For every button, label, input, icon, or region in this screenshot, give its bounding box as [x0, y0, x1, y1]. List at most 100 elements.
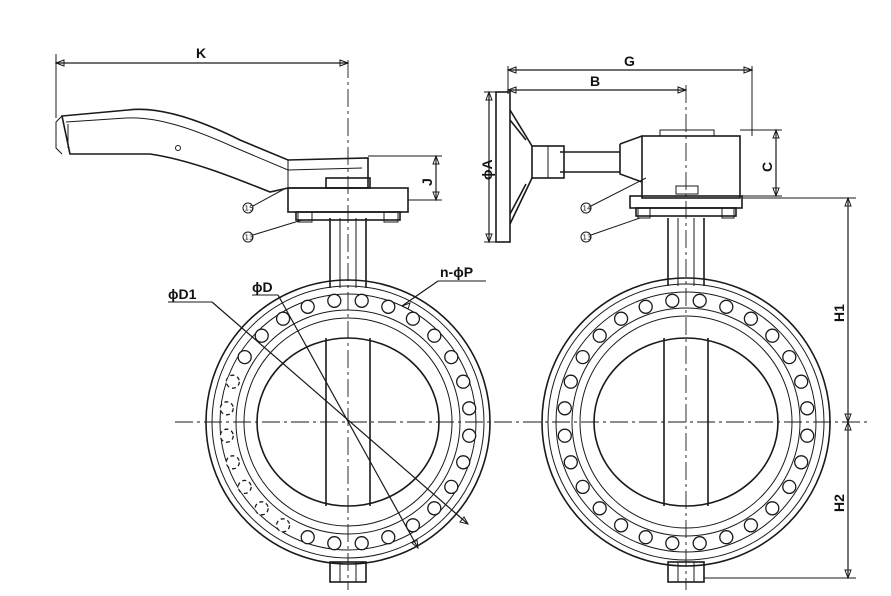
bolt-hole: [765, 501, 780, 516]
lever-grip: [325, 177, 371, 189]
left-bolt-holes: [219, 293, 477, 551]
left-top-flange: [295, 211, 401, 221]
bolt-hole: [638, 530, 653, 545]
bolt-hole: [225, 374, 240, 389]
bolt-hole: [219, 401, 234, 416]
dimension-J: J: [368, 154, 442, 202]
bolt-hole: [557, 428, 572, 443]
bolt-hole: [462, 401, 477, 416]
dim-label-B: B: [590, 73, 600, 89]
dim-label-C: C: [759, 162, 775, 172]
bolt-hole: [327, 536, 342, 551]
part-number-gear-bottom: 13: [580, 217, 641, 243]
lever-pin: [175, 145, 181, 151]
bolt-hole: [381, 299, 396, 314]
bolt-hole: [427, 501, 442, 516]
bolt-hole: [592, 328, 607, 343]
bolt-hole: [275, 518, 291, 533]
bolt-hole: [456, 374, 471, 389]
bolt-hole: [592, 501, 607, 516]
part-number-label: 13: [245, 234, 254, 242]
bolt-hole: [275, 311, 291, 326]
bolt-hole: [327, 293, 342, 308]
bolt-hole: [794, 455, 809, 470]
handwheel-spokes: [509, 109, 533, 225]
left-flange-outer: [205, 279, 491, 565]
part-number-lever-bottom: 13: [242, 219, 303, 243]
right-valve-gear-type: [495, 91, 831, 583]
part-number-label: 14: [583, 205, 592, 213]
bolt-hole: [456, 455, 471, 470]
left-valve-lever-type: [55, 108, 491, 583]
bolt-hole: [719, 530, 734, 545]
dim-label-G: G: [624, 53, 635, 69]
bolt-hole: [782, 479, 797, 495]
dim-label-phiD: ϕD: [252, 279, 273, 295]
dimension-H2: H2: [704, 420, 856, 580]
bolt-hole: [237, 349, 252, 365]
bolt-hole: [300, 530, 315, 545]
dimension-C: C: [740, 128, 782, 198]
dim-label-H1: H1: [831, 304, 847, 322]
dimension-H1: H1: [742, 196, 856, 424]
bolt-hole: [575, 349, 590, 365]
right-raised-face-2: [579, 315, 793, 529]
gearbox-flange: [635, 207, 737, 217]
dim-label-H2: H2: [831, 494, 847, 512]
bolt-hole: [719, 299, 734, 314]
bolt-hole: [638, 299, 653, 314]
bolt-hole: [444, 479, 459, 495]
dimension-G: G: [506, 53, 754, 136]
bolt-hole: [462, 428, 477, 443]
gearbox-bolt-l: [637, 207, 651, 219]
bolt-hole: [557, 401, 572, 416]
bolt-hole: [444, 349, 459, 365]
bolt-hole: [794, 374, 809, 389]
dim-label-phiA: ϕA: [479, 159, 495, 180]
bolt-hole: [665, 293, 680, 308]
bolt-hole: [782, 349, 797, 365]
right-bolt-holes: [557, 293, 815, 551]
bolt-hole: [692, 293, 707, 308]
dimension-phiD1: ϕD1: [168, 286, 470, 525]
bolt-hole: [613, 311, 629, 326]
bolt-hole: [237, 479, 252, 495]
right-flange-outer: [541, 277, 831, 567]
left-raised-face-1: [235, 309, 461, 535]
bolt-hole: [219, 428, 234, 443]
bolt-hole: [405, 311, 421, 326]
bolt-hole: [743, 311, 759, 326]
dimension-B: B: [506, 73, 688, 94]
left-bottom-stem: [329, 561, 367, 583]
dim-label-K: K: [196, 45, 206, 61]
left-bolt-r: [383, 211, 399, 223]
part-number-label: 13: [583, 234, 592, 242]
gearbox-housing: [619, 135, 643, 183]
dim-label-n-phiP: n-ϕP: [440, 264, 473, 280]
right-raised-face-1: [571, 307, 801, 537]
bolt-hole: [354, 293, 369, 308]
bolt-hole: [800, 401, 815, 416]
gearbox-top-cap: [659, 129, 715, 137]
part-number-gear-top: 14: [580, 177, 647, 214]
bolt-hole: [665, 536, 680, 551]
dim-label-phiD1: ϕD1: [168, 286, 197, 302]
lever-handle: [61, 108, 369, 193]
bolt-hole: [254, 501, 269, 516]
bolt-hole: [800, 428, 815, 443]
lever-handle-inner: [65, 117, 363, 171]
bolt-hole: [613, 518, 629, 533]
bolt-hole: [743, 518, 759, 533]
dimension-K: K: [54, 45, 350, 118]
right-bolt-circle: [555, 291, 817, 553]
bolt-hole: [381, 530, 396, 545]
gearbox-bolt-r: [721, 207, 735, 219]
dimension-phiA: ϕA: [479, 90, 500, 244]
bolt-hole: [765, 328, 780, 343]
bolt-hole: [575, 479, 590, 495]
bolt-hole: [354, 536, 369, 551]
bolt-hole: [254, 328, 269, 343]
dim-label-J: J: [419, 178, 435, 186]
bolt-hole: [405, 518, 421, 533]
